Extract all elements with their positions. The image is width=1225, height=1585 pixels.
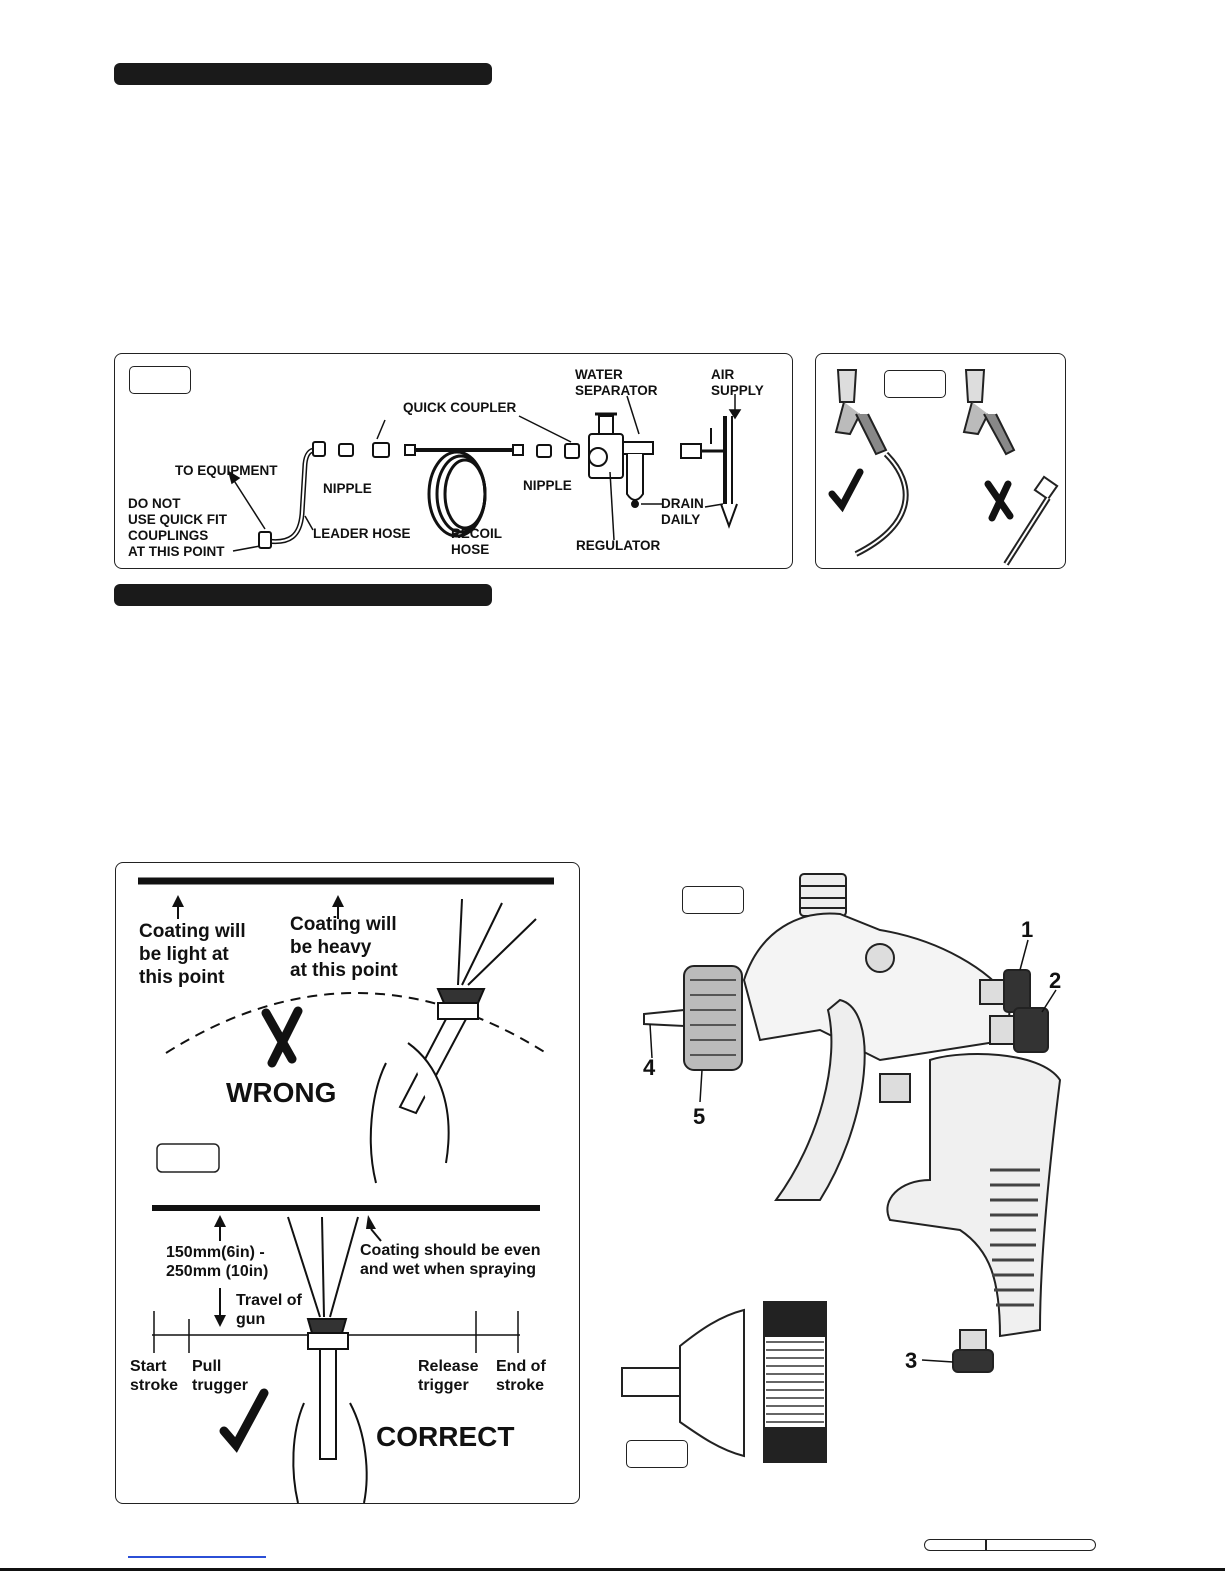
hose-connection-diagram <box>815 353 1066 569</box>
footer-reference-divider <box>985 1540 987 1550</box>
callout-2: 2 <box>1049 968 1062 993</box>
label-nipple-left: NIPPLE <box>323 481 372 496</box>
label-coating-even: Coating should be even and wet when spra… <box>360 1242 541 1278</box>
air-line-drawing <box>227 394 742 552</box>
label-distance: 150mm(6in) - 250mm (10in) <box>166 1244 269 1280</box>
footer-link-underline <box>128 1556 266 1558</box>
label-air-supply: AIR SUPPLY <box>711 367 764 398</box>
label-do-not-use: DO NOT USE QUICK FIT COUPLINGS AT THIS P… <box>128 496 228 559</box>
label-water-separator: WATER SEPARATOR <box>575 367 658 398</box>
footer-reference-box <box>924 1539 1096 1551</box>
label-regulator: REGULATOR <box>576 538 661 553</box>
air-connection-diagram: WATER SEPARATOR AIR SUPPLY QUICK COUPLER… <box>114 353 793 569</box>
section-header-bar-2 <box>114 584 492 606</box>
callout-5: 5 <box>693 1104 706 1129</box>
label-nipple-right: NIPPLE <box>523 478 572 493</box>
label-coating-heavy: Coating will be heavy at this point <box>290 914 398 981</box>
label-to-equipment: TO EQUIPMENT <box>175 463 278 478</box>
callout-1: 1 <box>1021 917 1034 942</box>
figure-tag <box>129 366 191 394</box>
section-header-bar-1 <box>114 63 492 85</box>
label-leader-hose: LEADER HOSE <box>313 526 411 541</box>
cross-mark <box>984 480 1014 522</box>
label-drain-daily: DRAIN DAILY <box>661 496 704 527</box>
label-correct: CORRECT <box>376 1421 515 1452</box>
label-pull-trugger: Pull trugger <box>192 1358 248 1394</box>
wrong-cross <box>261 1006 303 1068</box>
label-coating-light: Coating will be light at this point <box>139 921 246 988</box>
correct-tick <box>219 1388 269 1453</box>
label-release-trigger: Release trigger <box>418 1358 479 1394</box>
label-wrong: WRONG <box>226 1077 337 1108</box>
figure-tag-gun <box>682 886 744 914</box>
label-travel-of-gun: Travel of gun <box>236 1292 302 1328</box>
label-recoil-hose: RECOIL HOSE <box>451 526 503 557</box>
callout-3: 3 <box>905 1348 918 1373</box>
spray-technique-diagram: Coating will be light at this point Coat… <box>115 862 580 1504</box>
callout-4: 4 <box>643 1055 656 1080</box>
footer-rule <box>0 1568 1225 1571</box>
spray-technique-drawing <box>138 877 554 1504</box>
label-start-stroke: Start stroke <box>130 1358 179 1394</box>
hose-connection-drawing <box>828 369 1059 566</box>
label-end-of-stroke: End of stroke <box>496 1358 546 1394</box>
label-quick-coupler: QUICK COUPLER <box>403 400 517 415</box>
tick-mark <box>828 468 864 513</box>
figure-tag <box>884 370 946 398</box>
figure-tag-cap <box>626 1440 688 1468</box>
